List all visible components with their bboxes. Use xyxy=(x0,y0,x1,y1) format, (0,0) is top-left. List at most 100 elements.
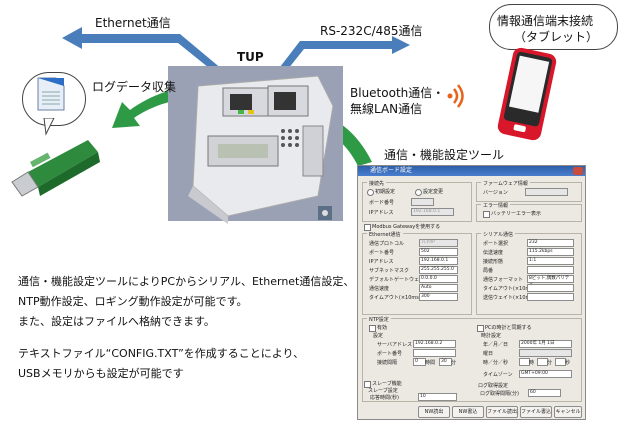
weekday-field xyxy=(519,349,572,357)
modbus-label: Modbus Gatewayを使用する xyxy=(372,224,441,230)
slave-sub-label: スレーブ設定 xyxy=(368,388,398,394)
minute-field[interactable] xyxy=(537,358,548,366)
minute-unit: 分 xyxy=(547,360,553,366)
log-interval-label: ログ取得間隔(分) xyxy=(480,391,519,397)
ip-label: IPアドレス xyxy=(369,210,394,216)
radio-change[interactable] xyxy=(415,189,422,196)
nw-read-button[interactable]: NW読出 xyxy=(418,406,450,418)
s-port-select[interactable]: 232 xyxy=(527,239,574,247)
note-line-1: 通信・機能設定ツールによりPCからシリアル、Ethernet通信設定、 xyxy=(18,275,355,288)
s-wait-field[interactable] xyxy=(527,293,574,301)
note-line-2: NTP動作設定、ロギング動作設定が可能です。 xyxy=(18,295,248,308)
tablet-phone-icon xyxy=(497,47,557,141)
ntp-hour-unit: 時間 xyxy=(425,360,436,366)
close-icon[interactable] xyxy=(573,167,583,175)
note-line-5: USBメモリからも設定が可能です xyxy=(18,367,184,380)
slave-reply-field[interactable]: 10 xyxy=(418,393,457,401)
board-no-label: ボード番号 xyxy=(369,200,395,206)
hour-field[interactable] xyxy=(519,358,530,366)
log-label: ログデータ収集 xyxy=(92,80,177,94)
s-speed-select[interactable]: 115.2kbps xyxy=(527,248,574,256)
s-station-field[interactable] xyxy=(527,266,574,274)
description-text: 通信・機能設定ツールによりPCからシリアル、Ethernet通信設定、 NTP動… xyxy=(18,272,358,384)
eth-timeout-field[interactable]: 300 xyxy=(419,293,458,301)
radio-initial[interactable] xyxy=(367,189,374,196)
s-data-select[interactable]: 1:1 xyxy=(527,257,574,265)
pc-sync-checkbox[interactable] xyxy=(477,325,484,332)
tablet-label-line2: （タブレット） xyxy=(514,30,599,44)
settings-dialog: 通信ボード設定 接続先 初期設定 設定変更 ボード番号 IPアドレス 192.1… xyxy=(357,165,586,420)
time-group-label: 時計設定 xyxy=(481,333,502,339)
eth-ip-field[interactable]: 192.168.0.1 xyxy=(419,257,458,265)
s-station-label: 局番 xyxy=(483,268,494,274)
second-field[interactable] xyxy=(555,358,566,366)
date-picker[interactable]: 2000年 1月 1日 xyxy=(519,340,572,348)
group-error-title: エラー情報 xyxy=(481,202,511,209)
rs232-label: RS-232C/485通信 xyxy=(320,24,423,38)
ntp-interval-label: 接続間隔 xyxy=(377,360,398,366)
eth-gw-label: デフォルトゲートウェイ xyxy=(369,277,425,283)
eth-gw-field[interactable]: 0.0.0.0 xyxy=(419,275,458,283)
ntp-hour-field[interactable]: 0 xyxy=(413,358,426,366)
eth-port-field[interactable]: 502 xyxy=(419,248,458,256)
s-wait-label: 送信ウェイト(×10ms) xyxy=(483,295,535,301)
ntp-minute-unit: 分 xyxy=(451,360,457,366)
radio-change-label: 設定変更 xyxy=(423,189,444,195)
bt-label-line2: 無線LAN通信 xyxy=(350,102,423,116)
file-read-button[interactable]: ファイル読出 xyxy=(486,406,518,418)
ntp-server-label: サーバアドレス xyxy=(377,342,412,348)
timezone-select[interactable]: GMT+09:00 xyxy=(519,370,572,378)
hms-label: 時／分／秒 xyxy=(483,360,509,366)
s-port-label: ポート選択 xyxy=(483,241,509,247)
radio-initial-label: 初期設定 xyxy=(375,189,396,195)
group-log: ログ取得設定 ログ取得間隔(分) 60 xyxy=(476,383,580,400)
eth-proto-label: 通信プロトコル xyxy=(369,241,405,247)
ntp-minute-field[interactable]: 30 xyxy=(439,358,452,366)
rs232-arrow xyxy=(270,36,410,84)
ntp-enable-label: 有効 xyxy=(377,325,388,331)
s-data-label: 接続形態 xyxy=(483,259,504,265)
modbus-checkbox[interactable] xyxy=(364,224,371,231)
group-log-title: ログ取得設定 xyxy=(478,383,509,389)
ethernet-arrow xyxy=(62,27,235,84)
eth-speed-select[interactable]: Auto xyxy=(419,284,458,292)
s-timeout-field[interactable] xyxy=(527,284,574,292)
ntp-sub-label: 設定 xyxy=(373,333,384,339)
log-interval-field[interactable]: 60 xyxy=(528,389,561,397)
slave-func-label: スレーブ機能 xyxy=(372,381,402,387)
ip-field[interactable]: 192.168.0.1 xyxy=(411,208,454,216)
timezone-label: タイムゾーン xyxy=(483,372,513,378)
group-slave: スレーブ機能 スレーブ設定 応答時間(秒) 10 xyxy=(362,381,470,403)
ntp-port-field[interactable] xyxy=(413,349,456,357)
group-ethernet: Ethernet通信 通信プロトコル TCP/IP ポート番号 502 IPアド… xyxy=(362,231,472,315)
eth-port-label: ポート番号 xyxy=(369,250,395,256)
eth-mask-field[interactable]: 255.255.255.0 xyxy=(419,266,458,274)
note-line-3: また、設定はファイルへ格納できます。 xyxy=(18,315,215,328)
group-ntp-title: NTP設定 xyxy=(367,316,391,323)
slave-reply-label: 応答時間(秒) xyxy=(370,395,399,401)
board-no-field[interactable] xyxy=(411,198,434,206)
eth-proto-field[interactable]: TCP/IP xyxy=(419,239,458,247)
bubble-tail xyxy=(43,118,55,136)
ntp-port-label: ポート番号 xyxy=(377,351,403,357)
s-speed-label: 伝送速度 xyxy=(483,250,504,256)
nw-write-button[interactable]: NW書込 xyxy=(452,406,484,418)
s-format-select[interactable]: 8ビット,偶数パリティ xyxy=(527,275,574,287)
ntp-server-field[interactable]: 192.168.0.2 xyxy=(413,340,456,348)
cancel-button[interactable]: キャンセル xyxy=(554,406,582,418)
tup-label: TUP xyxy=(237,50,264,64)
ntp-enable-checkbox[interactable] xyxy=(369,325,376,332)
note-line-4: テキストファイル“CONFIG.TXT”を作成することにより、 xyxy=(18,347,305,360)
group-serial: シリアル通信 ポート選択 232 伝送速度 115.2kbps 接続形態 1:1… xyxy=(476,231,582,315)
group-error: エラー情報 バッテリーエラー表示 xyxy=(476,202,582,222)
document-icon xyxy=(37,77,65,111)
file-write-button[interactable]: ファイル書込 xyxy=(520,406,552,418)
battery-checkbox[interactable] xyxy=(483,211,490,218)
ethernet-label: Ethernet通信 xyxy=(95,16,171,30)
hour-unit: 時 xyxy=(529,360,535,366)
slave-checkbox[interactable] xyxy=(364,381,371,388)
tablet-label-line1: 情報通信端末接続 xyxy=(497,14,594,28)
usb-stick-icon xyxy=(11,140,100,197)
group-firmware-title: ファームウェア情報 xyxy=(481,180,530,187)
group-serial-title: シリアル通信 xyxy=(481,231,515,238)
